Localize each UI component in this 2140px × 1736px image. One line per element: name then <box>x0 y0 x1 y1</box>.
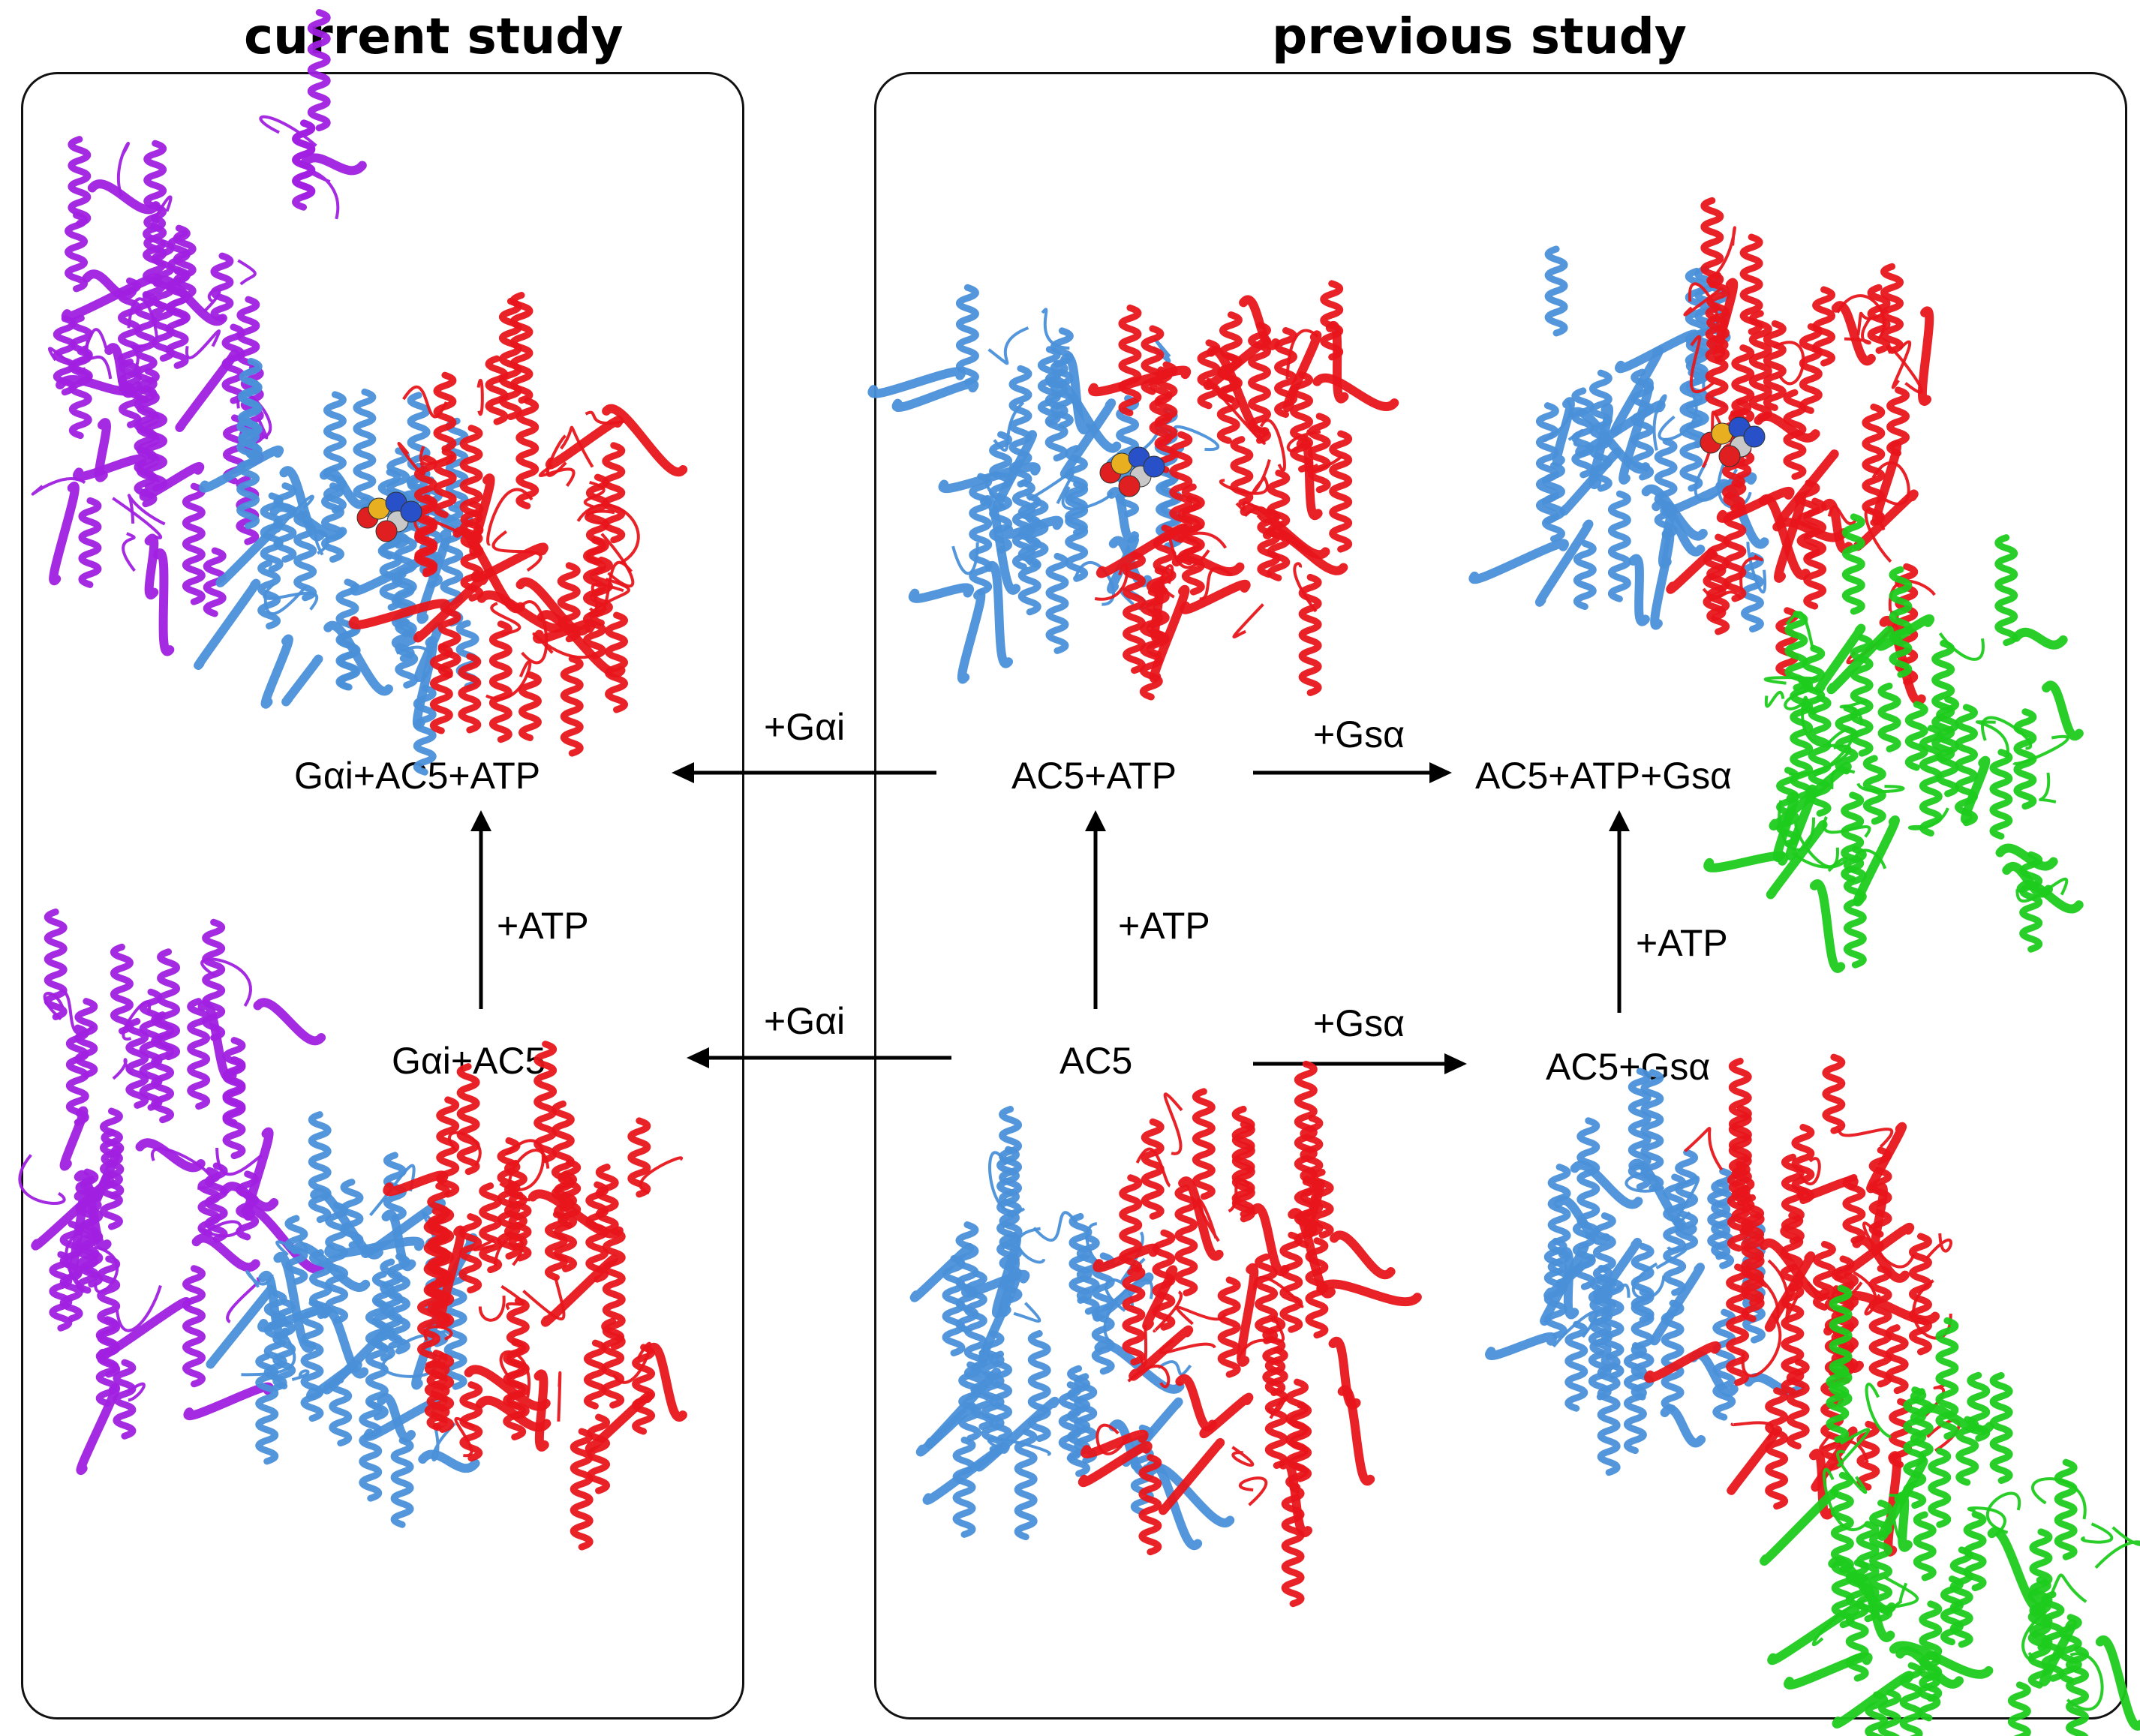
transition-gai-top: +Gαi <box>764 706 846 748</box>
panel-current-study <box>21 72 744 1719</box>
gai-helix-tail <box>259 9 367 220</box>
transition-atp-left: +ATP <box>497 905 589 947</box>
arrowhead <box>687 1047 709 1068</box>
panel-previous-study <box>874 72 2127 1719</box>
arrowhead <box>1429 762 1452 783</box>
gsa-protein-bottom <box>1760 1284 2140 1736</box>
arrowhead <box>1609 810 1630 831</box>
transition-atp-mid: +ATP <box>1118 905 1210 947</box>
ac5-c2-domain-ac5atp <box>1088 280 1399 701</box>
arrowhead <box>1085 810 1106 831</box>
ac5-c2-domain-ac5-gsa <box>1643 1053 1961 1557</box>
ac5-c2-domain-current-bottom <box>383 1041 687 1551</box>
atp-molecule-ac5atp <box>1099 446 1165 497</box>
arrowhead <box>1444 1053 1467 1074</box>
title-previous-study: previous study <box>1272 8 1687 65</box>
ac5-c1-domain-ac5 <box>909 1106 1235 1551</box>
gai-protein-top <box>31 136 272 656</box>
ac5-c1-domain-ac5atp-gsa <box>1468 245 1769 633</box>
gai-protein-bottom <box>18 909 326 1476</box>
ac5-c2-domain-ac5 <box>1078 1060 1422 1608</box>
state-ac5-atp-gsa: AC5+ATP+Gsα <box>1475 755 1732 797</box>
gsa-protein-top <box>1703 513 2084 973</box>
ac5-c2-domain-ac5atp-gsa <box>1666 197 1936 706</box>
transition-gai-bottom: +Gαi <box>764 1000 846 1042</box>
transition-gsa-bottom: +Gsα <box>1313 1002 1405 1044</box>
state-ac5-gsa: AC5+Gsα <box>1546 1046 1711 1088</box>
atp-molecule-current-top <box>356 491 422 542</box>
ac5-c2-domain-current-top <box>348 292 688 757</box>
state-ac5-atp: AC5+ATP <box>1011 755 1177 797</box>
transition-gsa-top: +Gsα <box>1313 713 1405 755</box>
state-ac5: AC5 <box>1059 1040 1133 1082</box>
ac5-c1-domain-current-top <box>194 357 479 776</box>
title-current-study: current study <box>244 8 624 65</box>
ac5-c1-domain-ac5atp <box>867 284 1220 684</box>
transition-atp-right: +ATP <box>1636 922 1728 964</box>
arrowhead <box>470 810 491 831</box>
atp-molecule-ac5atp-gsa <box>1700 416 1766 467</box>
arrowhead <box>672 762 694 783</box>
